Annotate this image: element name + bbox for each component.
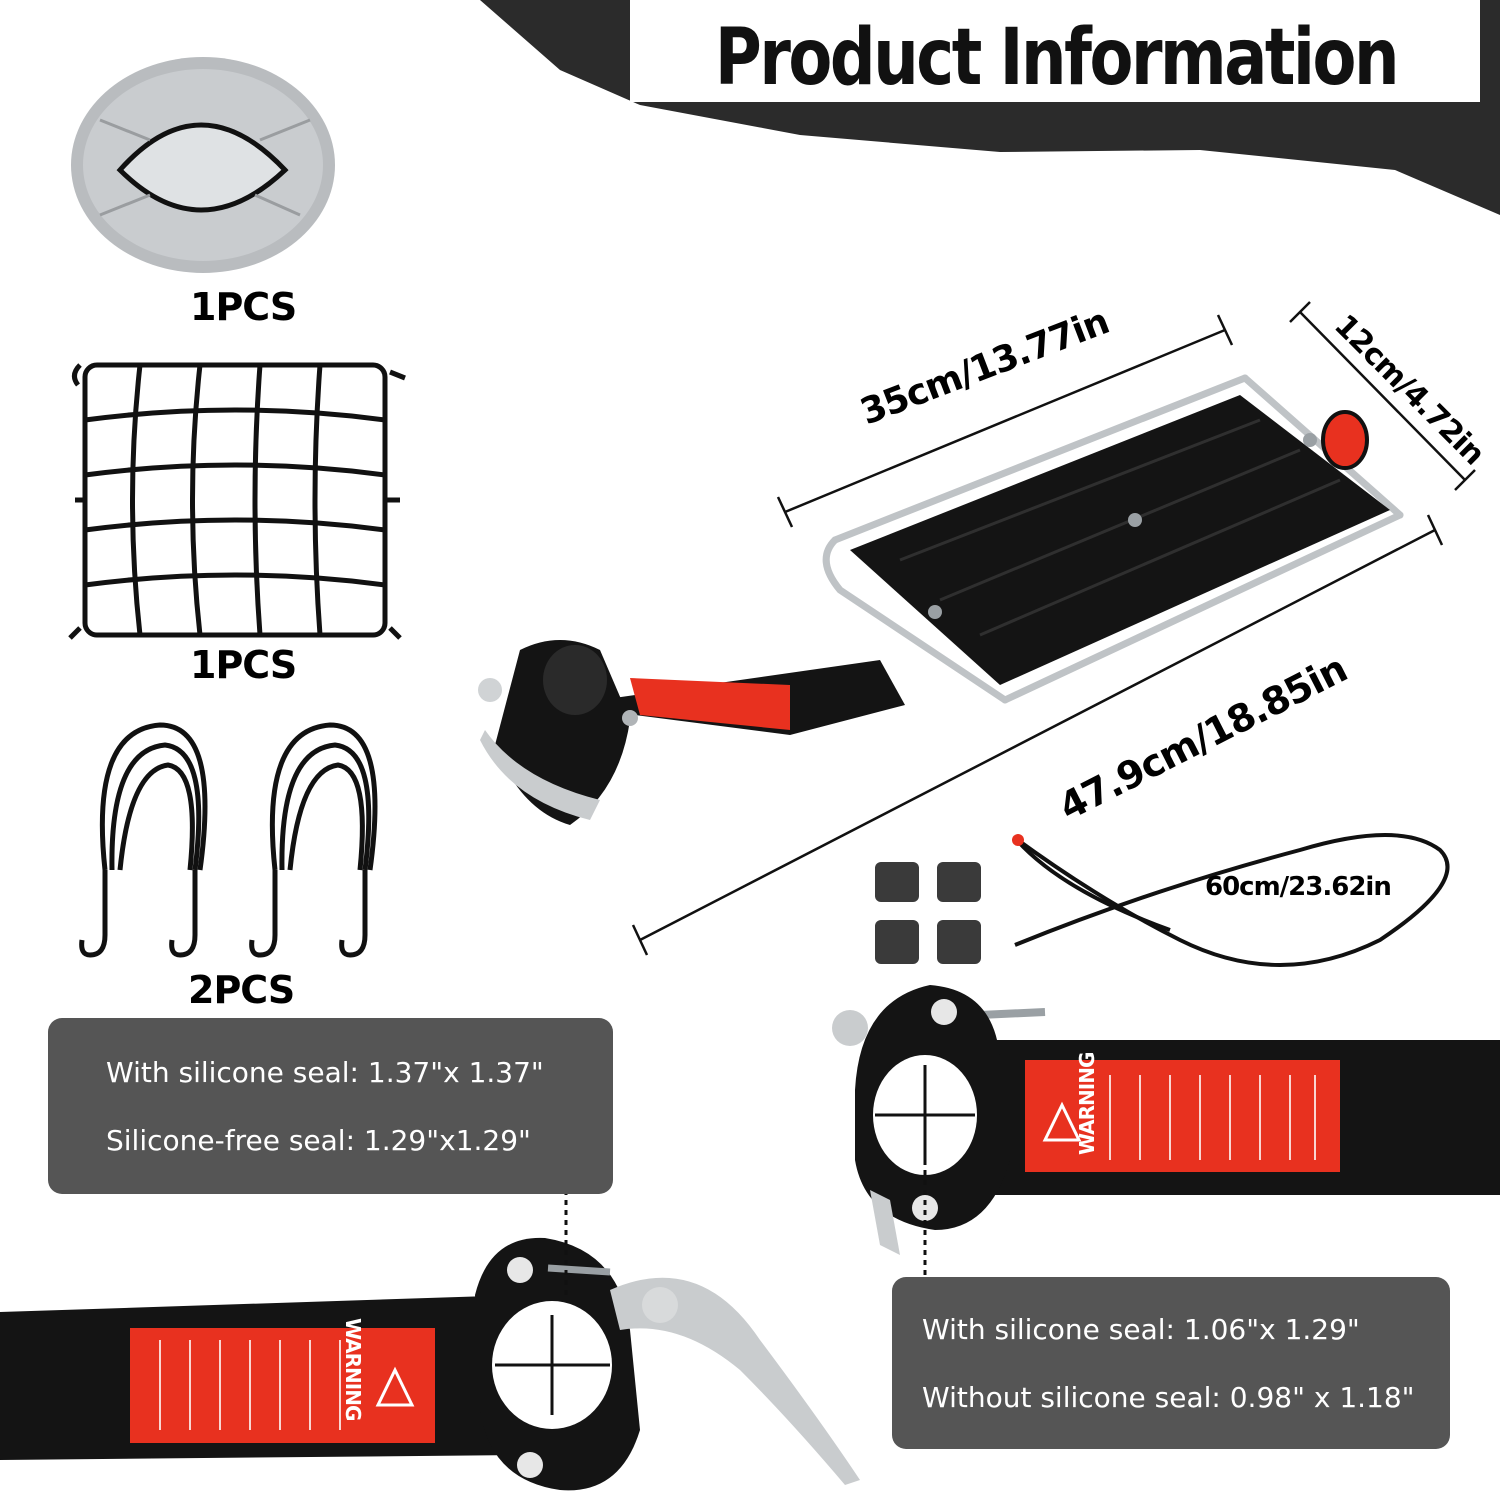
spec-box-right: With silicone seal: 1.06"x 1.29" Without… bbox=[892, 1277, 1450, 1449]
spec-right-line1: With silicone seal: 1.06"x 1.29" bbox=[922, 1313, 1360, 1346]
page-title: Product Information bbox=[714, 13, 1400, 103]
spec-left-line1: With silicone seal: 1.37"x 1.37" bbox=[106, 1056, 544, 1089]
spec-left-line2: Silicone-free seal: 1.29"x1.29" bbox=[106, 1124, 531, 1157]
cargo-net-qty: 1PCS bbox=[190, 643, 297, 687]
rain-cover-image bbox=[71, 57, 335, 273]
bungee-straps-qty: 2PCS bbox=[188, 968, 295, 1012]
cord-length: 60cm/23.62in bbox=[1205, 872, 1392, 902]
rain-cover-qty: 1PCS bbox=[190, 285, 297, 329]
spec-box-left: With silicone seal: 1.37"x 1.37" Silicon… bbox=[48, 1018, 613, 1194]
bungee-straps-image bbox=[79, 722, 378, 958]
cargo-net-image bbox=[68, 362, 406, 640]
left-warning-label: WARNING bbox=[341, 1318, 365, 1421]
spec-right-line2: Without silicone seal: 0.98" x 1.18" bbox=[922, 1381, 1415, 1414]
